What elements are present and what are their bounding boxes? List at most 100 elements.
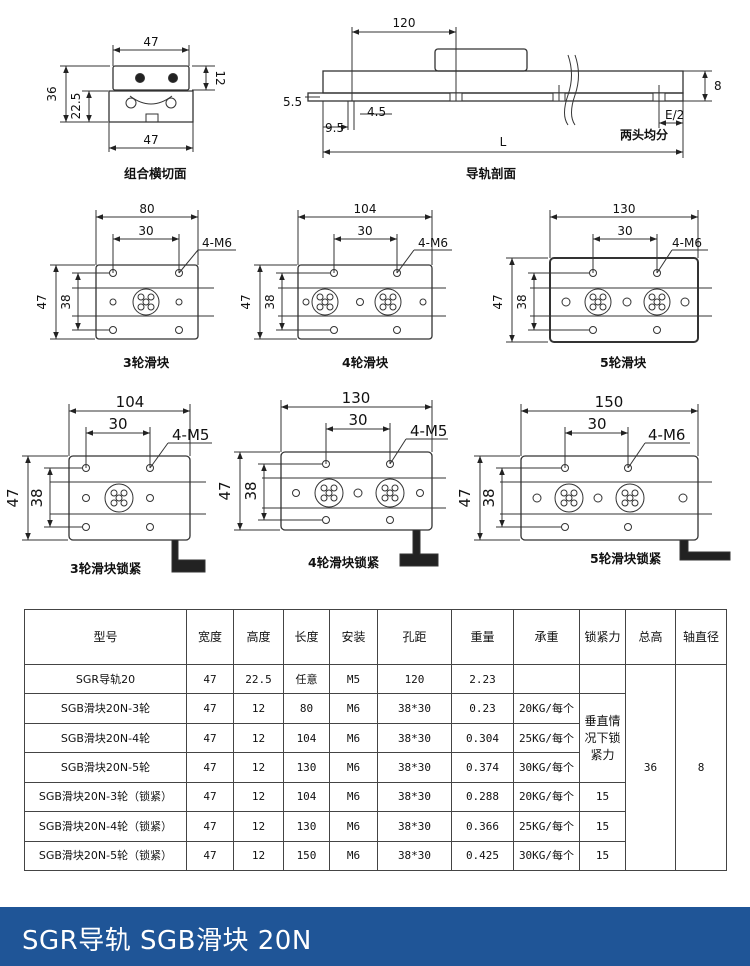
cell: [513, 663, 580, 695]
dim-text: 130: [613, 202, 636, 216]
block-view-5-lock: [474, 404, 731, 561]
cell: 22.5: [233, 663, 284, 695]
cell: 130: [283, 811, 330, 842]
cell: 25KG/每个: [513, 722, 580, 754]
block-5-label: 5轮滑块: [600, 355, 647, 370]
dim-text: L: [500, 135, 507, 149]
dim-text: 47: [216, 481, 234, 500]
cell: 12: [233, 811, 284, 842]
cell: 20KG/每个: [513, 781, 580, 813]
dim-text: 38: [28, 488, 46, 507]
cell: 0.366: [451, 811, 514, 842]
dim-text: 150: [595, 393, 624, 411]
dim-text: 38: [263, 294, 277, 309]
cell: 38*30: [377, 811, 452, 842]
dim-text: 120: [393, 16, 416, 30]
dim-text: 8: [714, 79, 722, 93]
cell: 0.304: [451, 722, 514, 754]
header-length: 长度: [283, 609, 330, 665]
technical-drawings: 47 47 36 22.5 12 120 5.5 9.5 4.5 L 8 E/2…: [4, 16, 731, 573]
dim-text: 4-M5: [410, 422, 447, 440]
cell: 47: [186, 781, 234, 813]
rail-section-label: 导轨剖面: [466, 166, 517, 181]
dim-text: 5.5: [283, 95, 302, 109]
cell: 2.23: [451, 663, 514, 695]
dim-text: 38: [242, 481, 260, 500]
dim-text: 30: [138, 224, 153, 238]
cell: 30KG/每个: [513, 840, 580, 872]
header-mount: 安装: [329, 609, 378, 665]
dim-text: 47: [35, 294, 49, 309]
dim-text: 130: [342, 389, 371, 407]
dim-text: 4-M6: [202, 236, 232, 250]
block-view-4-lock: [234, 400, 448, 567]
cell: 120: [377, 663, 452, 695]
table-row: SGR导轨20 47 22.5 任意 M5 120 2.23 36 8: [24, 663, 727, 871]
cell: SGR导轨20: [24, 663, 187, 695]
cell: 12: [233, 781, 284, 813]
cell: 38*30: [377, 693, 452, 724]
dim-text: 36: [45, 86, 59, 101]
dim-text: 30: [348, 411, 367, 429]
cell: [579, 663, 626, 695]
cell: 12: [233, 752, 284, 783]
cell: SGB滑块20N-4轮（锁紧）: [24, 811, 187, 842]
dim-text: 9.5: [325, 121, 344, 135]
lock-force-note-cell: 垂直情况下锁紧力: [579, 693, 626, 783]
cell: SGB滑块20N-5轮: [24, 752, 187, 783]
header-height: 高度: [233, 609, 284, 665]
block-4-lock-label: 4轮滑块锁紧: [308, 555, 380, 570]
cell: 47: [186, 752, 234, 783]
cross-section-label: 组合横切面: [124, 166, 187, 181]
cell: 104: [283, 781, 330, 813]
table-header-row: 型号 宽度 高度 长度 安装 孔距 重量 承重 锁紧力 总高 轴直径: [24, 609, 727, 665]
dim-text: 30: [617, 224, 632, 238]
cell: 150: [283, 840, 330, 872]
cell: 47: [186, 811, 234, 842]
table-row: SGB滑块20N-3轮（锁紧） 47 12 104 M6 38*30 0.288…: [24, 781, 727, 813]
dim-text: 47: [4, 488, 22, 507]
cell: 0.425: [451, 840, 514, 872]
dim-text: 30: [587, 415, 606, 433]
footer-banner: SGR导轨 SGB滑块 20N: [0, 907, 750, 966]
dim-text: 38: [59, 294, 73, 309]
dim-text: 47: [491, 294, 505, 309]
block-view-3-lock: [22, 404, 212, 573]
cell: M6: [329, 752, 378, 783]
block-view-4: [254, 210, 452, 340]
dim-text: 47: [143, 35, 158, 49]
header-width: 宽度: [186, 609, 234, 665]
cell: 15: [579, 811, 626, 842]
block-5-lock-label: 5轮滑块锁紧: [590, 551, 662, 566]
block-4-label: 4轮滑块: [342, 355, 389, 370]
cell: 104: [283, 722, 330, 754]
dim-text: 47: [239, 294, 253, 309]
cell: M5: [329, 663, 378, 695]
total-height-cell: 36: [625, 664, 676, 871]
header-weight: 重量: [451, 609, 514, 665]
dim-text: 38: [480, 488, 498, 507]
dim-text: 38: [515, 294, 529, 309]
header-model: 型号: [24, 609, 187, 665]
cell: 80: [283, 693, 330, 724]
dim-text: 104: [116, 393, 145, 411]
spec-table: 型号 宽度 高度 长度 安装 孔距 重量 承重 锁紧力 总高 轴直径 SGR导轨…: [24, 609, 727, 872]
footer-title: SGR导轨 SGB滑块 20N: [22, 926, 312, 956]
cell: 12: [233, 693, 284, 724]
dim-text: 80: [139, 202, 154, 216]
table-row: SGB滑块20N-4轮（锁紧） 47 12 130 M6 38*30 0.366…: [24, 811, 727, 842]
dim-text: 22.5: [69, 93, 83, 120]
cell: M6: [329, 781, 378, 813]
cell: 38*30: [377, 781, 452, 813]
dim-text: 30: [108, 415, 127, 433]
cell: SGB滑块20N-4轮: [24, 722, 187, 754]
header-load: 承重: [513, 609, 580, 665]
table-row: SGB滑块20N-5轮 47 12 130 M6 38*30 0.374 30K…: [24, 752, 727, 783]
cell: 38*30: [377, 752, 452, 783]
cell: M6: [329, 693, 378, 724]
header-total-height: 总高: [625, 609, 676, 665]
shaft-diameter-cell: 8: [675, 664, 727, 871]
cell: 38*30: [377, 722, 452, 754]
cell: 30KG/每个: [513, 752, 580, 783]
cross-section-view: [60, 45, 215, 152]
